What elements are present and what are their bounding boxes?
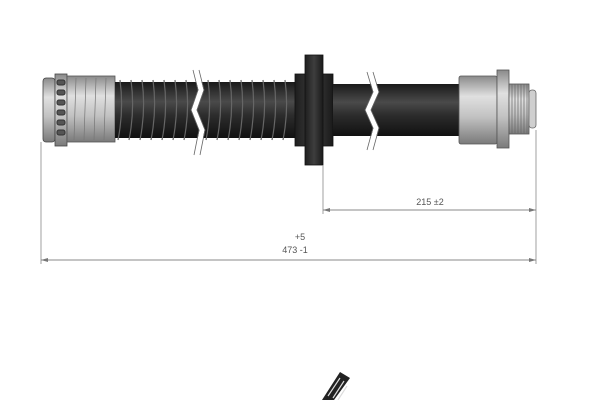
partial-spring-view [322, 372, 350, 400]
spring-guard-section [115, 69, 295, 156]
dimension-tolerance-upper: +5 [295, 232, 305, 242]
dimension-total-length: +5 473 -1 [41, 232, 536, 262]
right-fitting [458, 69, 537, 149]
left-fitting [42, 73, 116, 147]
dimension-label-partial: 215 ±2 [416, 197, 443, 207]
dimension-partial-length: 215 ±2 [323, 197, 536, 212]
extension-lines [40, 130, 537, 264]
mounting-flange [294, 54, 334, 166]
plain-hose-section [333, 71, 459, 151]
dimension-label-total: 473 -1 [282, 245, 308, 255]
